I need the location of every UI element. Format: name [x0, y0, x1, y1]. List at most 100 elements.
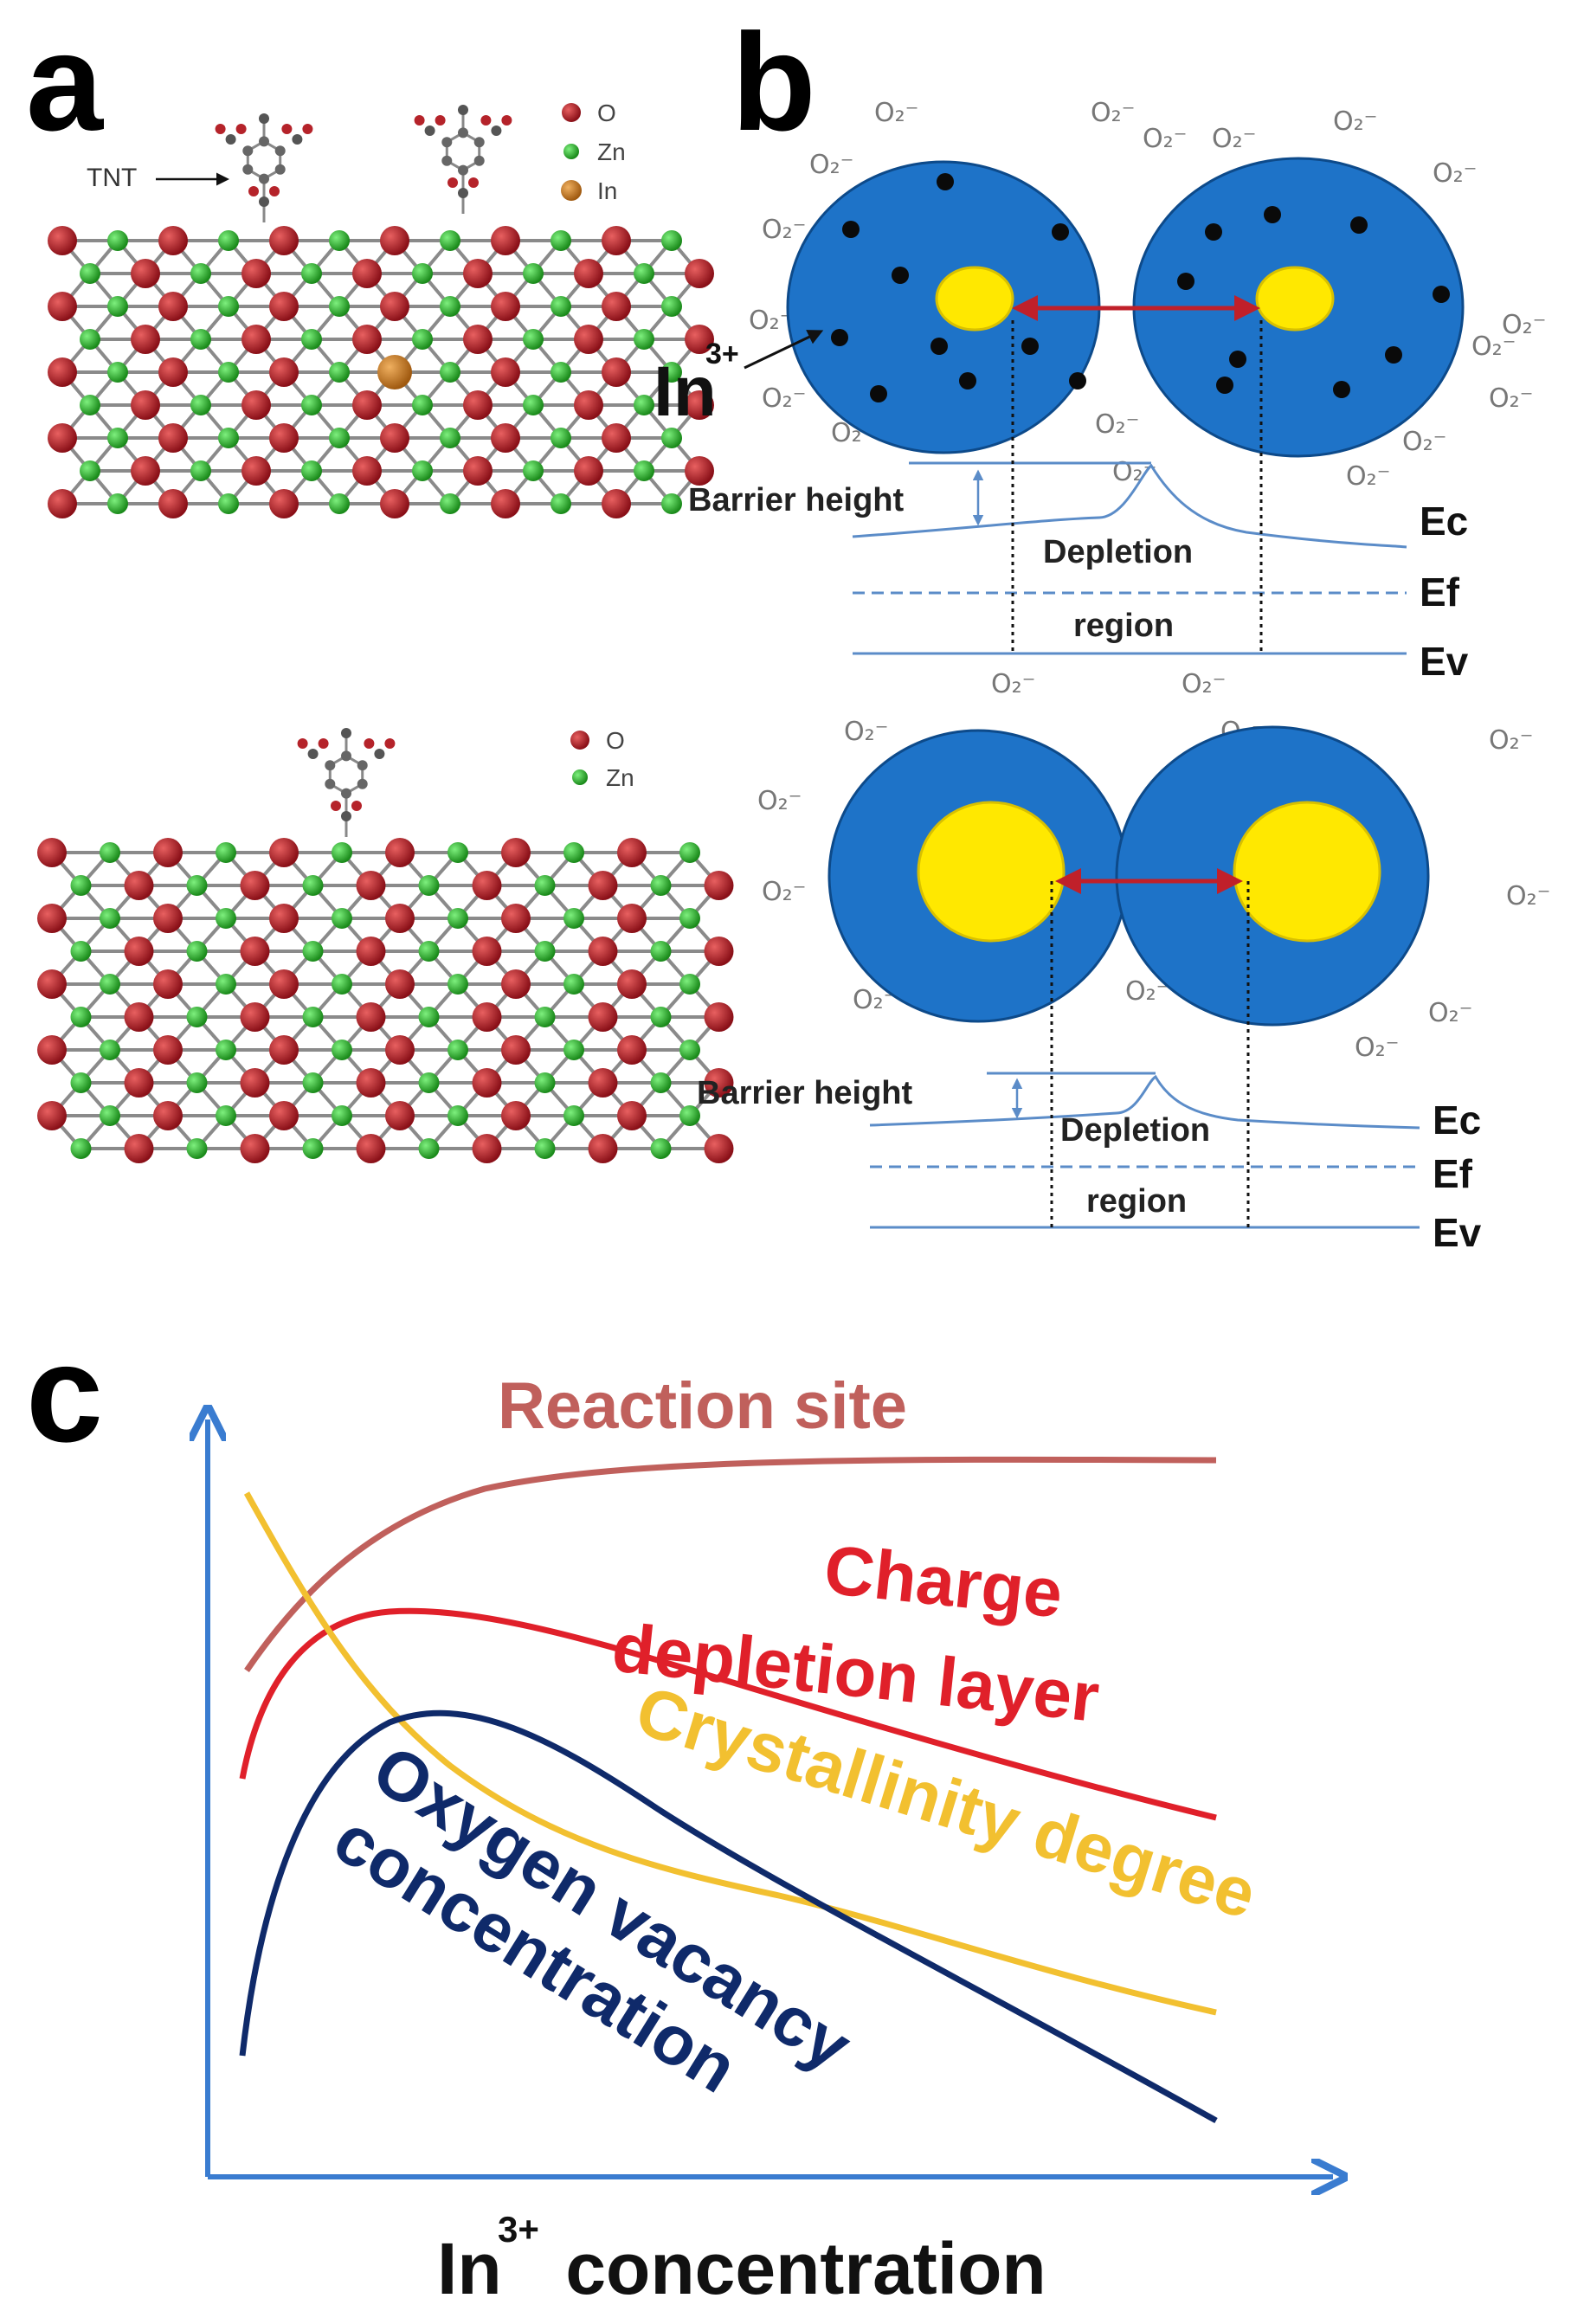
zinc-atom — [302, 941, 324, 962]
top-grain-pair — [786, 157, 1465, 458]
zinc-atom — [80, 329, 100, 350]
zinc-atom — [551, 362, 571, 383]
zinc-atom — [534, 1072, 556, 1093]
o2-ion-label: O₂⁻ — [757, 786, 802, 816]
dopant-dot — [870, 385, 887, 402]
nitro-oxygen-atom — [331, 801, 341, 811]
zinc-atom — [70, 941, 92, 962]
oxygen-atom — [704, 937, 734, 966]
panel-a-top-legend: O Zn In — [561, 100, 626, 204]
methyl-carbon-atom — [259, 113, 269, 124]
oxygen-atom — [158, 423, 188, 453]
oxygen-atom — [240, 937, 270, 966]
oxygen-atom — [131, 390, 160, 420]
zinc-atom — [190, 263, 211, 284]
oxygen-atom — [463, 390, 493, 420]
oxygen-atom — [241, 259, 271, 288]
zinc-atom — [634, 395, 654, 415]
oxygen-atom — [380, 423, 409, 453]
nitro-oxygen-atom — [297, 738, 308, 749]
zinc-atom — [70, 1007, 92, 1027]
oxygen-atom — [269, 357, 299, 387]
oxygen-atom — [588, 1068, 618, 1098]
oxygen-atom — [501, 969, 531, 999]
oxygen-atom — [472, 937, 502, 966]
ev-label: Ev — [1420, 639, 1469, 684]
nitro-oxygen-atom — [435, 115, 446, 126]
oxygen-atom — [269, 969, 299, 999]
nitrogen-atom — [458, 188, 468, 198]
oxygen-atom — [385, 1035, 415, 1065]
zinc-atom — [218, 230, 239, 251]
dopant-dot — [1177, 273, 1194, 290]
oxygen-atom — [685, 390, 714, 420]
zinc-atom — [329, 428, 350, 448]
zinc-atom — [100, 974, 120, 995]
x-axis-label-sup: 3+ — [498, 2209, 539, 2250]
o2-ion-label: O₂⁻ — [844, 717, 888, 747]
oxygen-atom — [602, 226, 631, 255]
oxygen-atom — [491, 226, 520, 255]
zinc-atom — [440, 428, 460, 448]
oxygen-atom — [124, 1068, 154, 1098]
zinc-atom — [563, 908, 584, 929]
carbon-atom — [242, 145, 254, 157]
o2-ion-label: O₂⁻ — [1095, 409, 1139, 440]
oxygen-atom — [48, 357, 77, 387]
zinc-atom — [634, 263, 654, 284]
zinc-atom — [440, 493, 460, 514]
o2-ion-label: O₂⁻ — [1143, 124, 1187, 154]
dopant-dot — [1229, 351, 1246, 368]
zinc-atom — [440, 296, 460, 317]
nitro-oxygen-atom — [235, 124, 247, 134]
nitro-oxygen-atom — [248, 186, 259, 196]
oxygen-atom — [472, 1068, 502, 1098]
oxygen-atom — [685, 456, 714, 486]
oxygen-atom — [153, 904, 183, 933]
oxygen-atom — [501, 1101, 531, 1130]
zinc-atom — [523, 395, 544, 415]
oxygen-atom — [588, 937, 618, 966]
dopant-dot — [1052, 223, 1069, 241]
x-axis-label-rest: concentration — [545, 2228, 1046, 2309]
oxygen-atom — [704, 1134, 734, 1163]
carbon-atom — [259, 136, 269, 147]
tnt-label: TNT — [87, 164, 137, 192]
zinc-atom — [551, 296, 571, 317]
oxygen-atom — [269, 1101, 299, 1130]
zinc-atom — [107, 362, 128, 383]
zinc-legend-icon — [563, 144, 579, 159]
oxygen-atom — [685, 259, 714, 288]
zinc-atom — [418, 875, 440, 896]
zinc-atom — [218, 428, 239, 448]
oxygen-atom — [131, 259, 160, 288]
nitro-oxygen-atom — [318, 738, 329, 749]
zinc-atom — [661, 428, 682, 448]
o2-ion-label: O₂⁻ — [1428, 998, 1472, 1028]
zinc-atom — [551, 428, 571, 448]
dopant-dot — [1385, 346, 1402, 364]
nitro-oxygen-atom — [448, 177, 458, 188]
zinc-atom — [70, 875, 92, 896]
o2-ion-label: O₂⁻ — [749, 306, 793, 336]
zinc-atom — [100, 908, 120, 929]
zinc-atom — [534, 1007, 556, 1027]
zinc-atom — [301, 263, 322, 284]
oxygen-atom — [588, 871, 618, 900]
zinc-atom — [218, 296, 239, 317]
zinc-atom — [216, 974, 236, 995]
in3-pointer-arrow — [744, 330, 824, 370]
oxygen-atom — [463, 259, 493, 288]
oxygen-atom — [704, 1068, 734, 1098]
oxygen-atom — [574, 325, 603, 354]
carbon-atom — [458, 164, 468, 176]
oxygen-atom — [158, 489, 188, 518]
oxygen-atom — [472, 1002, 502, 1032]
carbon-atom — [357, 778, 368, 789]
dopant-dot — [1216, 377, 1233, 394]
oxygen-atom — [501, 838, 531, 867]
nitro-oxygen-atom — [281, 124, 293, 134]
grain-core-right — [1255, 266, 1335, 332]
o2-ion-label: O₂⁻ — [1402, 427, 1446, 457]
zinc-atom — [440, 362, 460, 383]
